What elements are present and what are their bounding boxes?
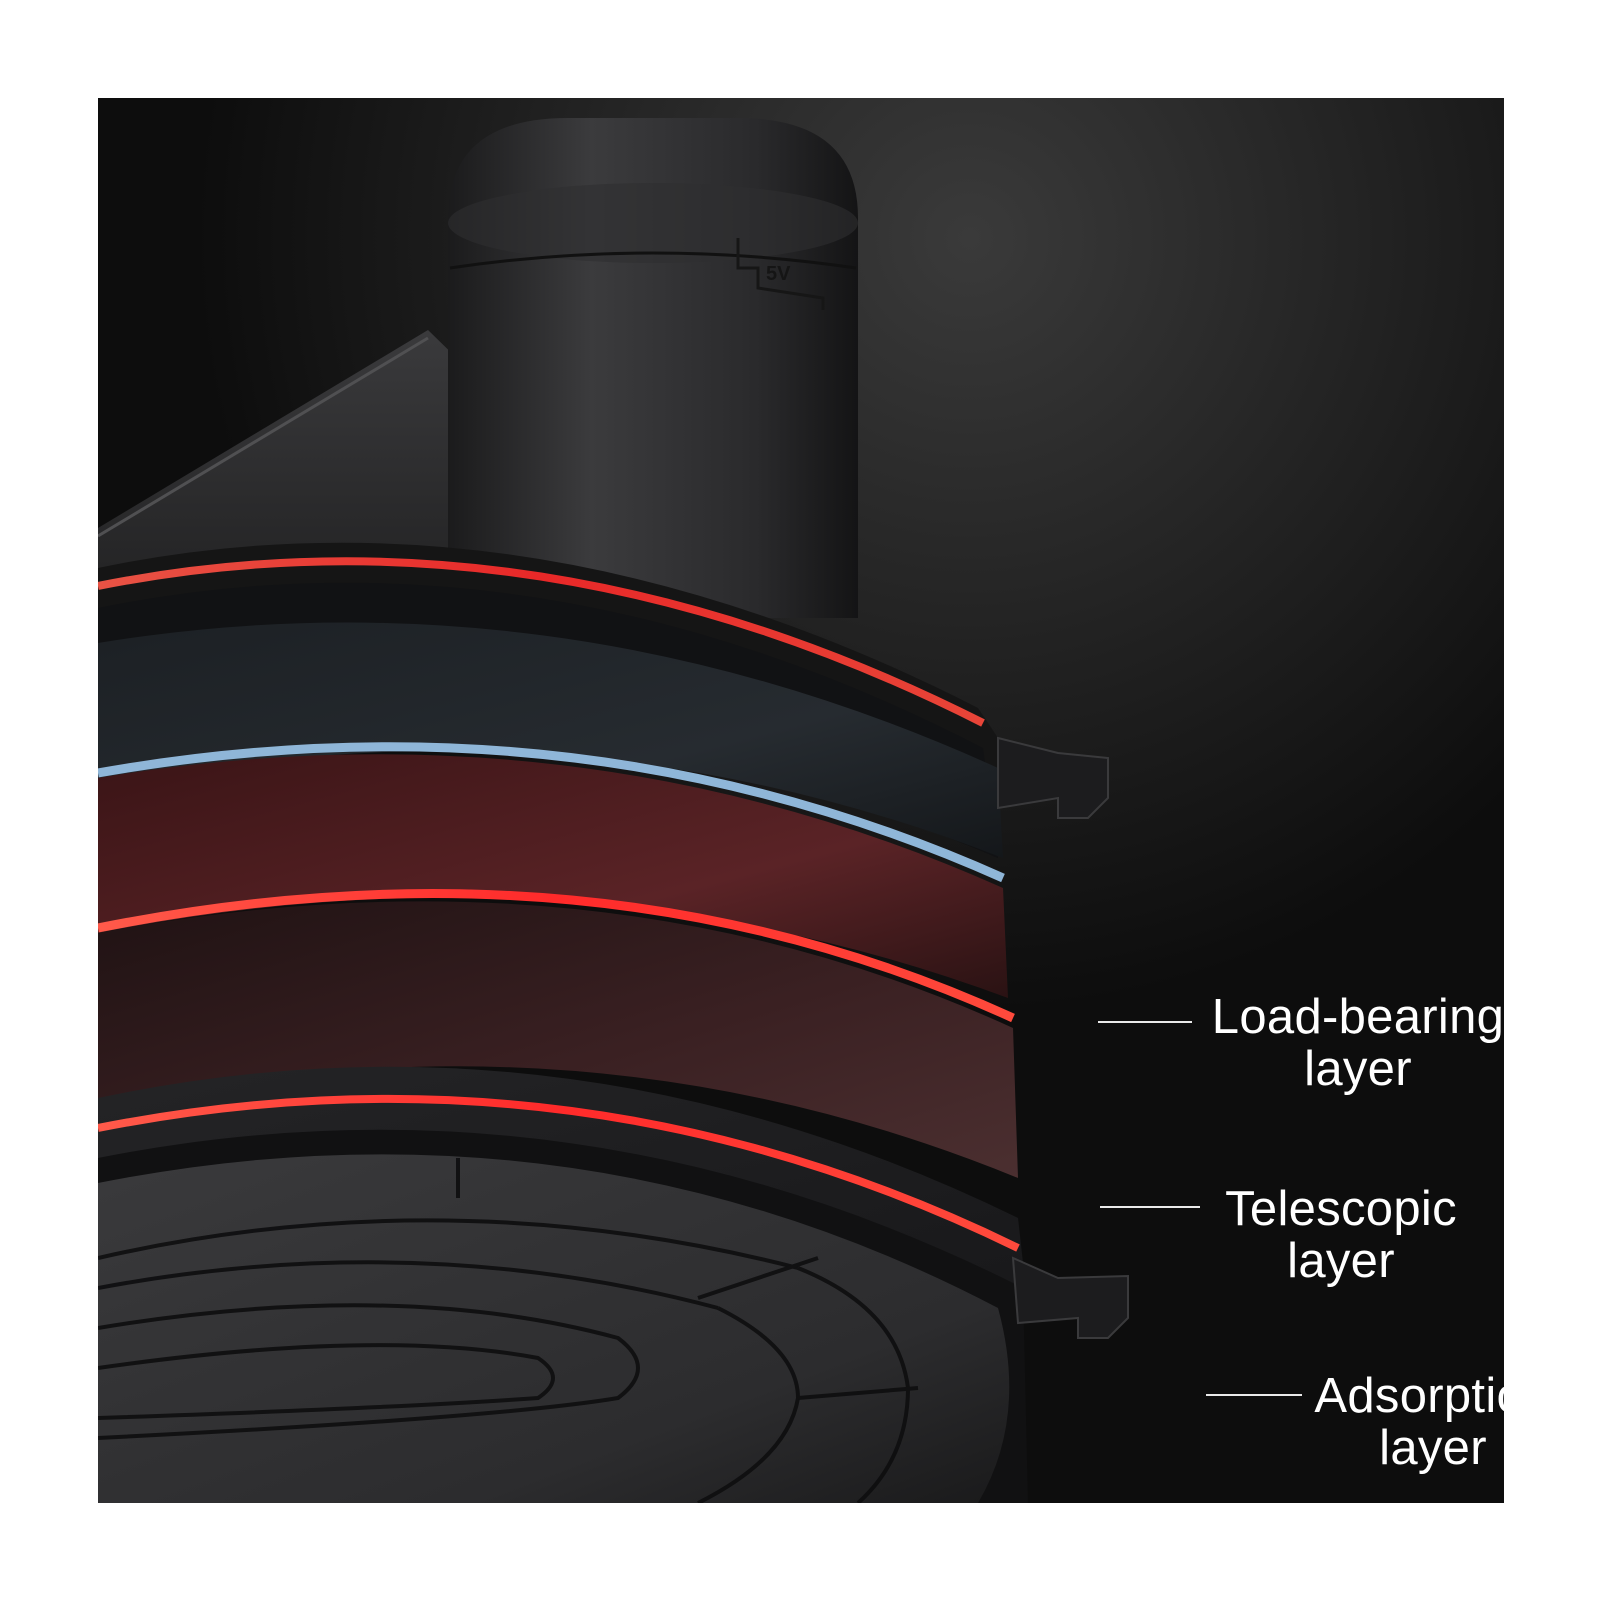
adsorption-leader-line [1206,1394,1302,1396]
voltage-marking: 5V [766,263,791,285]
telescopic-label-line2: layer [1287,1234,1395,1288]
load-bearing-label-line2: layer [1304,1042,1412,1096]
suction-cup-product-icon: 5V [98,98,1504,1503]
telescopic-label-line1: Telescopic [1225,1182,1457,1236]
telescopic-callout: Telescopic layer [1206,1183,1476,1287]
load-bearing-leader-line [1098,1021,1192,1023]
adsorption-callout: Adsorption layer [1303,1370,1504,1474]
load-bearing-label-line1: Load-bearing [1211,990,1504,1044]
load-bearing-callout: Load-bearing layer [1198,991,1504,1095]
adsorption-label-line2: layer [1379,1421,1487,1475]
adsorption-label-line1: Adsorption [1314,1369,1504,1423]
telescopic-leader-line [1100,1206,1200,1208]
product-photo-frame: 5V [98,98,1504,1503]
